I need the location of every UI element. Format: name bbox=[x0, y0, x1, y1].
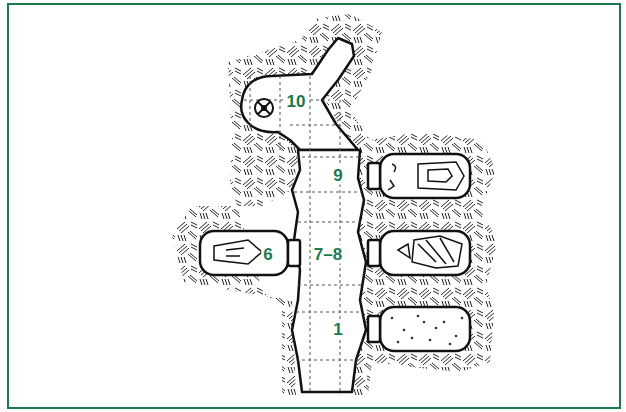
broken-coffin bbox=[412, 236, 462, 268]
well-symbol bbox=[255, 99, 273, 117]
corridor bbox=[292, 150, 366, 392]
crypt-1 bbox=[380, 307, 470, 351]
grid bbox=[244, 76, 362, 392]
callout-number: 7–8 bbox=[312, 245, 344, 264]
crypt-6 bbox=[200, 231, 288, 275]
coffin bbox=[214, 240, 262, 264]
frame bbox=[8, 4, 620, 408]
door bbox=[368, 240, 380, 266]
callout-number: 10 bbox=[285, 92, 308, 111]
callout-number: 1 bbox=[331, 320, 344, 339]
crypt-9 bbox=[380, 154, 470, 198]
floor bbox=[200, 38, 470, 392]
sarcophagi bbox=[214, 162, 464, 268]
rock bbox=[172, 14, 498, 396]
coffin bbox=[418, 162, 464, 190]
door bbox=[368, 163, 380, 189]
callout-number: 9 bbox=[331, 166, 344, 185]
door bbox=[288, 240, 300, 266]
callout-number: 6 bbox=[261, 245, 274, 264]
door bbox=[368, 316, 380, 342]
crypt-7-8 bbox=[380, 231, 470, 275]
room-10 bbox=[241, 38, 358, 150]
rubble bbox=[391, 315, 464, 346]
